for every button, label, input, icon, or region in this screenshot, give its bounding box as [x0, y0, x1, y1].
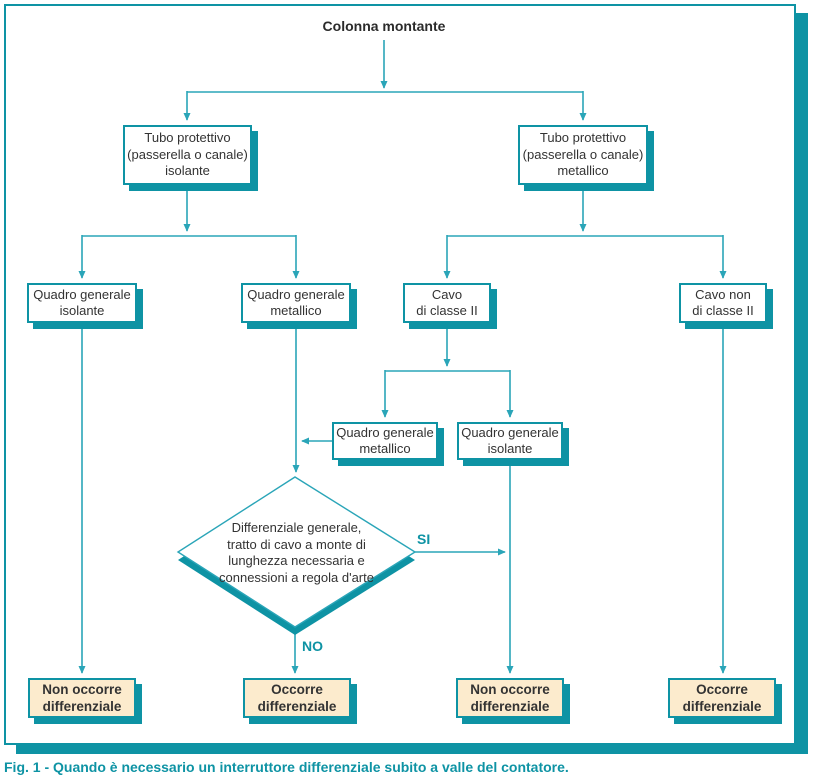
result-occorre-differenziale-1: Occorre differenziale [243, 678, 351, 718]
branch-label-no: NO [302, 638, 323, 654]
node-quadro-generale-isolante-2: Quadro generale isolante [457, 422, 563, 460]
node-cavo-non-di-classe-2: Cavo non di classe II [679, 283, 767, 323]
result-non-occorre-differenziale-2: Non occorre differenziale [456, 678, 564, 718]
node-tubo-protettivo-isolante: Tubo protettivo (passerella o canale) is… [123, 125, 252, 185]
result-occorre-differenziale-2: Occorre differenziale [668, 678, 776, 718]
node-cavo-di-classe-2: Cavo di classe II [403, 283, 491, 323]
node-quadro-generale-metallico-1: Quadro generale metallico [241, 283, 351, 323]
result-non-occorre-differenziale-1: Non occorre differenziale [28, 678, 136, 718]
figure-caption: Fig. 1 - Quando è necessario un interrut… [4, 759, 569, 775]
figure-border [4, 4, 796, 745]
page-title: Colonna montante [322, 18, 446, 34]
branch-label-si: SI [417, 531, 431, 547]
node-quadro-generale-metallico-2: Quadro generale metallico [332, 422, 438, 460]
node-quadro-generale-isolante-1: Quadro generale isolante [27, 283, 137, 323]
node-tubo-protettivo-metallico: Tubo protettivo (passerella o canale) me… [518, 125, 648, 185]
decision-diamond-label: Differenziale generale, tratto di cavo a… [219, 520, 374, 585]
